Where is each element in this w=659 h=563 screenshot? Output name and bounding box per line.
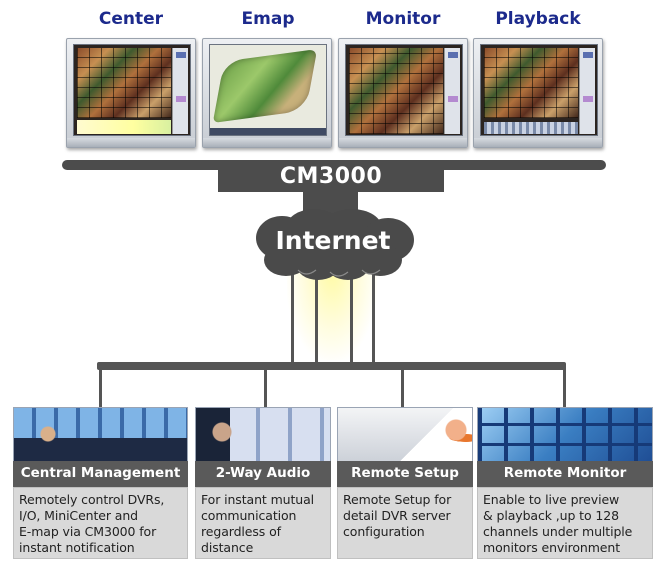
monitor-emap [202, 38, 332, 148]
monitor-base [474, 138, 602, 147]
drop-line-3 [401, 366, 404, 409]
operator-image [196, 408, 330, 466]
two-way-audio-desc: For instant mutual communication regardl… [195, 487, 331, 559]
internet-label: Internet [275, 226, 391, 255]
internet-cloud-icon [256, 209, 414, 280]
label-center: Center [98, 9, 164, 29]
drop-line-2 [264, 366, 267, 409]
cm3000-box [218, 165, 444, 192]
two-way-audio-photo [195, 407, 331, 467]
playback-screen [480, 44, 598, 136]
remote-monitor-desc: Enable to live preview & playback ,up to… [477, 487, 653, 559]
drop-line-1 [99, 366, 102, 409]
monitor-monitor [338, 38, 468, 148]
monitor-base [339, 138, 467, 147]
monitor-wall-image [478, 408, 652, 466]
video-grid [77, 48, 171, 118]
label-monitor: Monitor [365, 9, 441, 29]
remote-monitor-title: Remote Monitor [477, 461, 653, 487]
connection-line-4 [372, 272, 375, 364]
central-management-title: Central Management [13, 461, 188, 487]
connection-line-3 [350, 272, 353, 364]
monitor-screen [345, 44, 463, 136]
emap-toolbar [210, 128, 326, 135]
cm3000-label: CM3000 [279, 164, 383, 189]
monitor-base [67, 138, 195, 147]
remote-setup-photo [337, 407, 473, 467]
label-emap: Emap [241, 9, 295, 29]
control-room-image [14, 408, 187, 466]
playback-timeline [484, 122, 578, 134]
central-management-desc: Remotely control DVRs, I/O, MiniCenter a… [13, 487, 188, 559]
connection-line-1 [291, 272, 294, 364]
center-screen [73, 44, 191, 136]
monitor-base [203, 138, 331, 147]
monitor-center [66, 38, 196, 148]
video-grid [484, 48, 578, 118]
two-way-audio-title: 2-Way Audio [195, 461, 331, 487]
remote-setup-desc: Remote Setup for detail DVR server confi… [337, 487, 473, 559]
emap-screen [209, 44, 327, 136]
video-grid [349, 48, 443, 134]
control-panel [579, 48, 595, 134]
label-playback: Playback [495, 9, 581, 29]
connection-line-2 [315, 272, 318, 364]
drop-line-4 [563, 366, 566, 409]
control-panel [172, 48, 188, 134]
bottom-bus-bar [97, 362, 566, 370]
connection-glow [287, 270, 377, 360]
central-management-photo [13, 407, 188, 467]
monitor-playback [473, 38, 603, 148]
event-list [77, 120, 171, 134]
remote-monitor-photo [477, 407, 653, 467]
remote-setup-title: Remote Setup [337, 461, 473, 487]
control-panel [444, 48, 460, 134]
setup-image [338, 408, 472, 466]
